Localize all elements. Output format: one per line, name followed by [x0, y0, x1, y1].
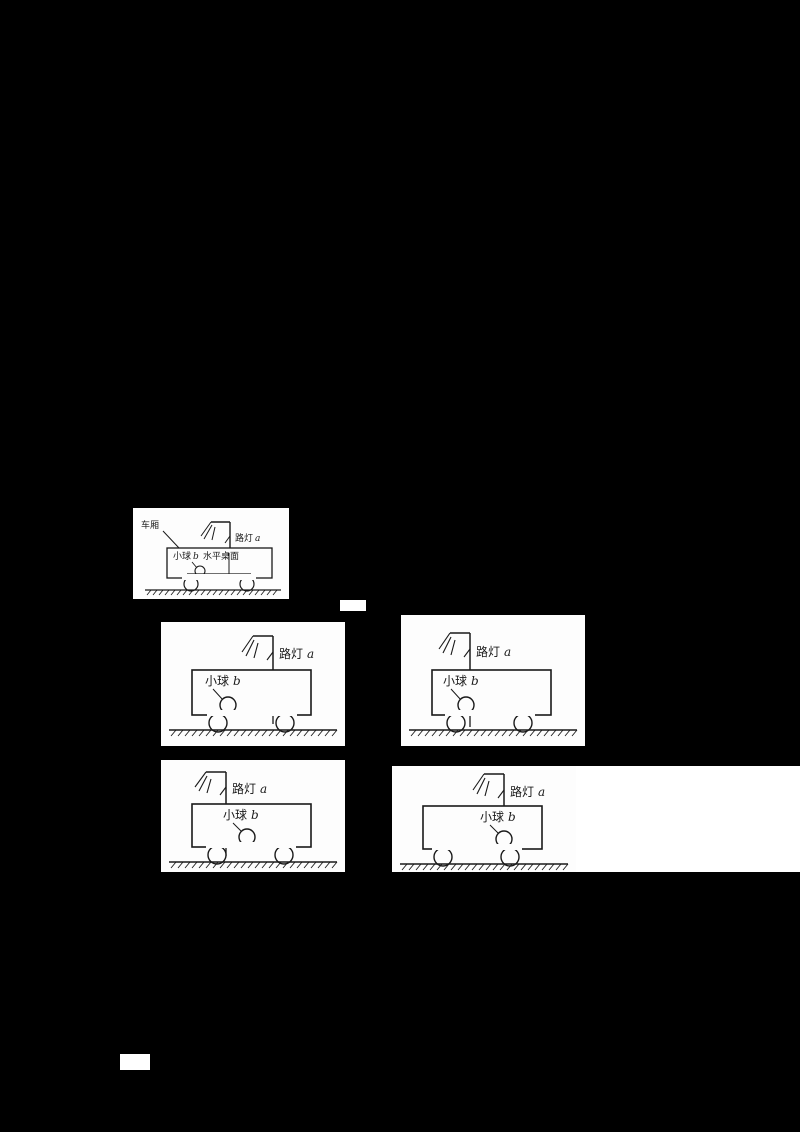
ground-line	[169, 861, 338, 869]
streetlamp-label: 路灯	[476, 644, 500, 659]
ball-label: 小球	[173, 550, 191, 562]
streetlamp-label: 路灯	[232, 781, 256, 796]
ball-label: 小球	[480, 810, 504, 824]
option-a-panel[interactable]: 路灯 a 小球 b	[161, 622, 345, 746]
option-c-svg: 路灯 a 小球 b	[169, 771, 338, 869]
ground-line	[145, 589, 281, 596]
option-c-panel[interactable]: 路灯 a 小球 b	[161, 760, 345, 872]
carriage-wheels	[207, 710, 297, 733]
ball-label: 小球	[443, 674, 467, 688]
option-b-panel[interactable]: 路灯 a 小球 b	[401, 615, 585, 746]
blank-band-right	[576, 766, 800, 872]
streetlamp-label: 路灯	[510, 784, 534, 799]
ball-leader-line	[489, 824, 500, 835]
ball-sub-label: b	[471, 674, 479, 688]
blank-marker-bottom	[120, 1054, 150, 1070]
option-d-svg: 路灯 a 小球 b	[400, 773, 569, 871]
ball-label: 小球	[223, 808, 247, 822]
streetlamp-sub-label: a	[260, 782, 267, 796]
carriage-wheels	[432, 844, 522, 867]
carriage-label: 车厢	[141, 519, 159, 531]
streetlamp-label: 路灯	[235, 532, 253, 544]
carriage-wheels	[445, 710, 535, 733]
ball-leader-line	[212, 688, 224, 701]
carriage-body	[431, 669, 552, 716]
carriage-wheels	[182, 574, 256, 592]
streetlamp-sub-label: a	[538, 785, 545, 799]
ground-line	[400, 863, 569, 871]
ball-sub-label: b	[251, 808, 259, 822]
streetlamp-sub-label: a	[307, 647, 314, 661]
ground-line	[169, 729, 338, 737]
stem-figure-panel: 车厢 路灯 a 小球 b 水平桌面	[133, 508, 289, 599]
option-a-svg: 路灯 a 小球 b	[169, 635, 338, 737]
streetlamp-label: 路灯	[279, 646, 303, 661]
ball-label: 小球	[205, 674, 229, 688]
streetlamp-sub-label: a	[504, 645, 511, 659]
blank-marker-top	[340, 600, 366, 611]
ball-leader-line	[232, 822, 243, 833]
streetlamp-sub-label: a	[255, 534, 260, 544]
stem-figure-svg: 车厢 路灯 a 小球 b 水平桌面	[141, 519, 281, 596]
option-b-svg: 路灯 a 小球 b	[409, 632, 578, 737]
ball-sub-label: b	[233, 674, 241, 688]
carriage-leader-line	[162, 530, 180, 549]
table-surface-label: 水平桌面	[203, 550, 239, 562]
ball-leader-line	[450, 688, 462, 701]
option-d-panel[interactable]: 路灯 a 小球 b	[392, 766, 576, 872]
ground-line	[409, 729, 578, 737]
ball-sub-label: b	[508, 810, 516, 824]
ball-sub-label: b	[193, 552, 199, 562]
carriage-wheels	[206, 842, 296, 865]
